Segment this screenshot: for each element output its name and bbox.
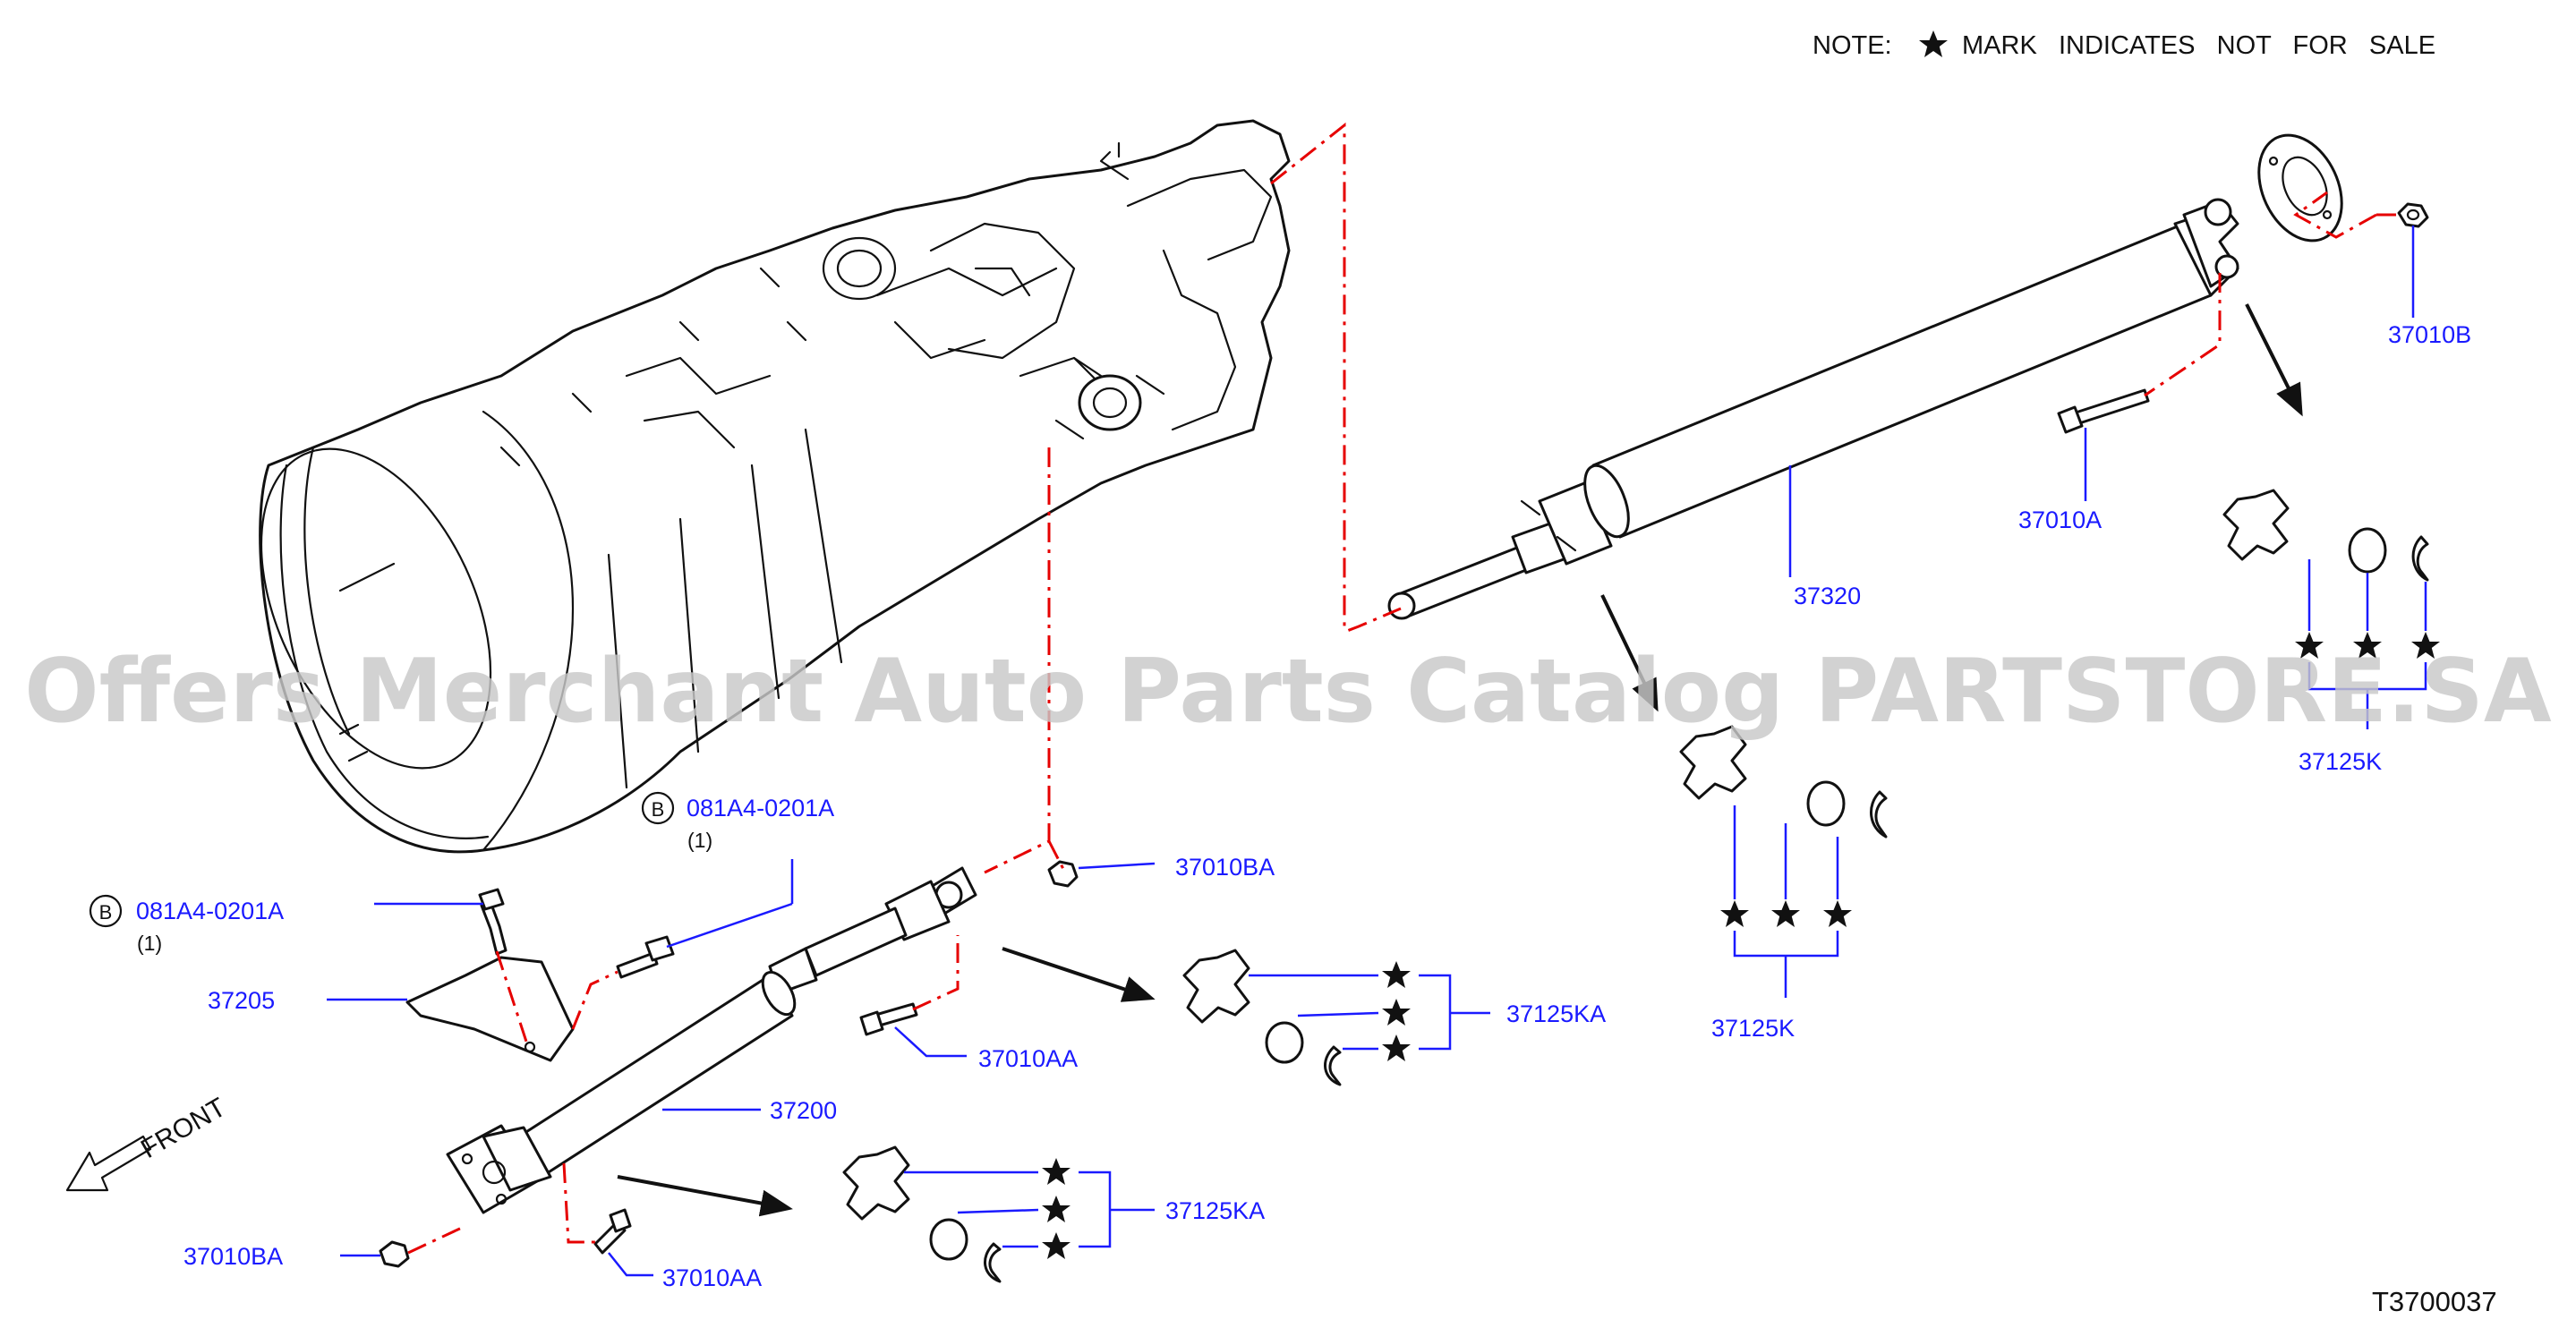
rear-propeller-shaft [1387, 198, 2239, 620]
star-icon [1042, 1232, 1070, 1259]
front-arrow-icon [65, 1135, 152, 1192]
star-icon [1823, 900, 1852, 927]
leader-lines [327, 226, 2427, 1277]
watermark: Offers Merchant Auto Parts Catalog PARTS… [24, 641, 2552, 743]
badge-b-label: B [652, 798, 665, 821]
bolt-081A4-top [616, 935, 675, 979]
badge-081A4-left: B [89, 894, 123, 928]
front-propeller-shaft [446, 866, 977, 1214]
label-081A4-0201A-top[interactable]: 081A4-0201A [687, 795, 834, 821]
label-37010A[interactable]: 37010A [2018, 507, 2102, 533]
label-37200[interactable]: 37200 [770, 1097, 837, 1124]
label-37010BA-bottom[interactable]: 37010BA [183, 1243, 283, 1270]
badge-081A4-top: B [641, 791, 675, 825]
star-icon [1042, 1158, 1070, 1185]
badge-b-label: B [99, 901, 113, 924]
nut-37010B [2397, 202, 2429, 228]
note-text: MARK INDICATES NOT FOR SALE [1962, 31, 2435, 60]
universal-joint-kit-middle [1679, 725, 1888, 839]
label-37125KA-top[interactable]: 37125KA [1506, 1000, 1606, 1027]
universal-joint-kit-front-bottom [842, 1145, 1002, 1283]
assembly-lines [407, 122, 2403, 1255]
label-37125K-right[interactable]: 37125K [2299, 748, 2382, 775]
label-081A4-0201A-left[interactable]: 081A4-0201A [136, 898, 284, 924]
bolt-37010AA-top [859, 1002, 918, 1036]
label-37010AA-bottom[interactable]: 37010AA [662, 1264, 762, 1291]
companion-flange [2257, 133, 2343, 243]
transmission-assembly [259, 119, 1291, 854]
direction-arrows [617, 303, 2303, 1217]
note-prefix: NOTE: [1813, 31, 1892, 60]
star-icon [1382, 999, 1411, 1026]
label-37205[interactable]: 37205 [208, 987, 275, 1014]
qty-081A4-top: (1) [687, 829, 712, 852]
part-labels: 37010B 37010A 37320 37125K 37125K B 081A… [89, 321, 2471, 1291]
bolt-37010A [2057, 388, 2150, 434]
bracket-37205 [405, 956, 575, 1062]
front-label: FRONT [136, 1093, 231, 1164]
label-37125K-middle[interactable]: 37125K [1711, 1015, 1795, 1042]
bolt-081A4-left [478, 888, 508, 956]
label-37010B[interactable]: 37010B [2388, 321, 2471, 348]
nut-37010BA-bottom [379, 1240, 410, 1268]
bolt-37010AA-bottom [593, 1208, 632, 1255]
label-37010BA-top[interactable]: 37010BA [1175, 854, 1275, 881]
label-37010AA-top[interactable]: 37010AA [978, 1045, 1078, 1072]
star-icon [1382, 961, 1411, 988]
star-icon [1771, 900, 1800, 927]
front-direction-indicator: FRONT [65, 1093, 231, 1192]
star-icon [1382, 1034, 1411, 1061]
star-icon [1720, 900, 1749, 927]
note: NOTE: MARK INDICATES NOT FOR SALE [1813, 30, 2435, 60]
label-37320[interactable]: 37320 [1794, 583, 1861, 609]
star-icon [1919, 30, 1948, 57]
label-37125KA-bottom[interactable]: 37125KA [1165, 1197, 1265, 1224]
qty-081A4-left: (1) [137, 932, 162, 955]
nut-37010BA-top [1047, 860, 1079, 888]
figure-code: T3700037 [2372, 1286, 2497, 1317]
star-icon [1042, 1196, 1070, 1222]
universal-joint-kit-right [2222, 489, 2429, 582]
universal-joint-kit-front-top [1182, 949, 1342, 1086]
